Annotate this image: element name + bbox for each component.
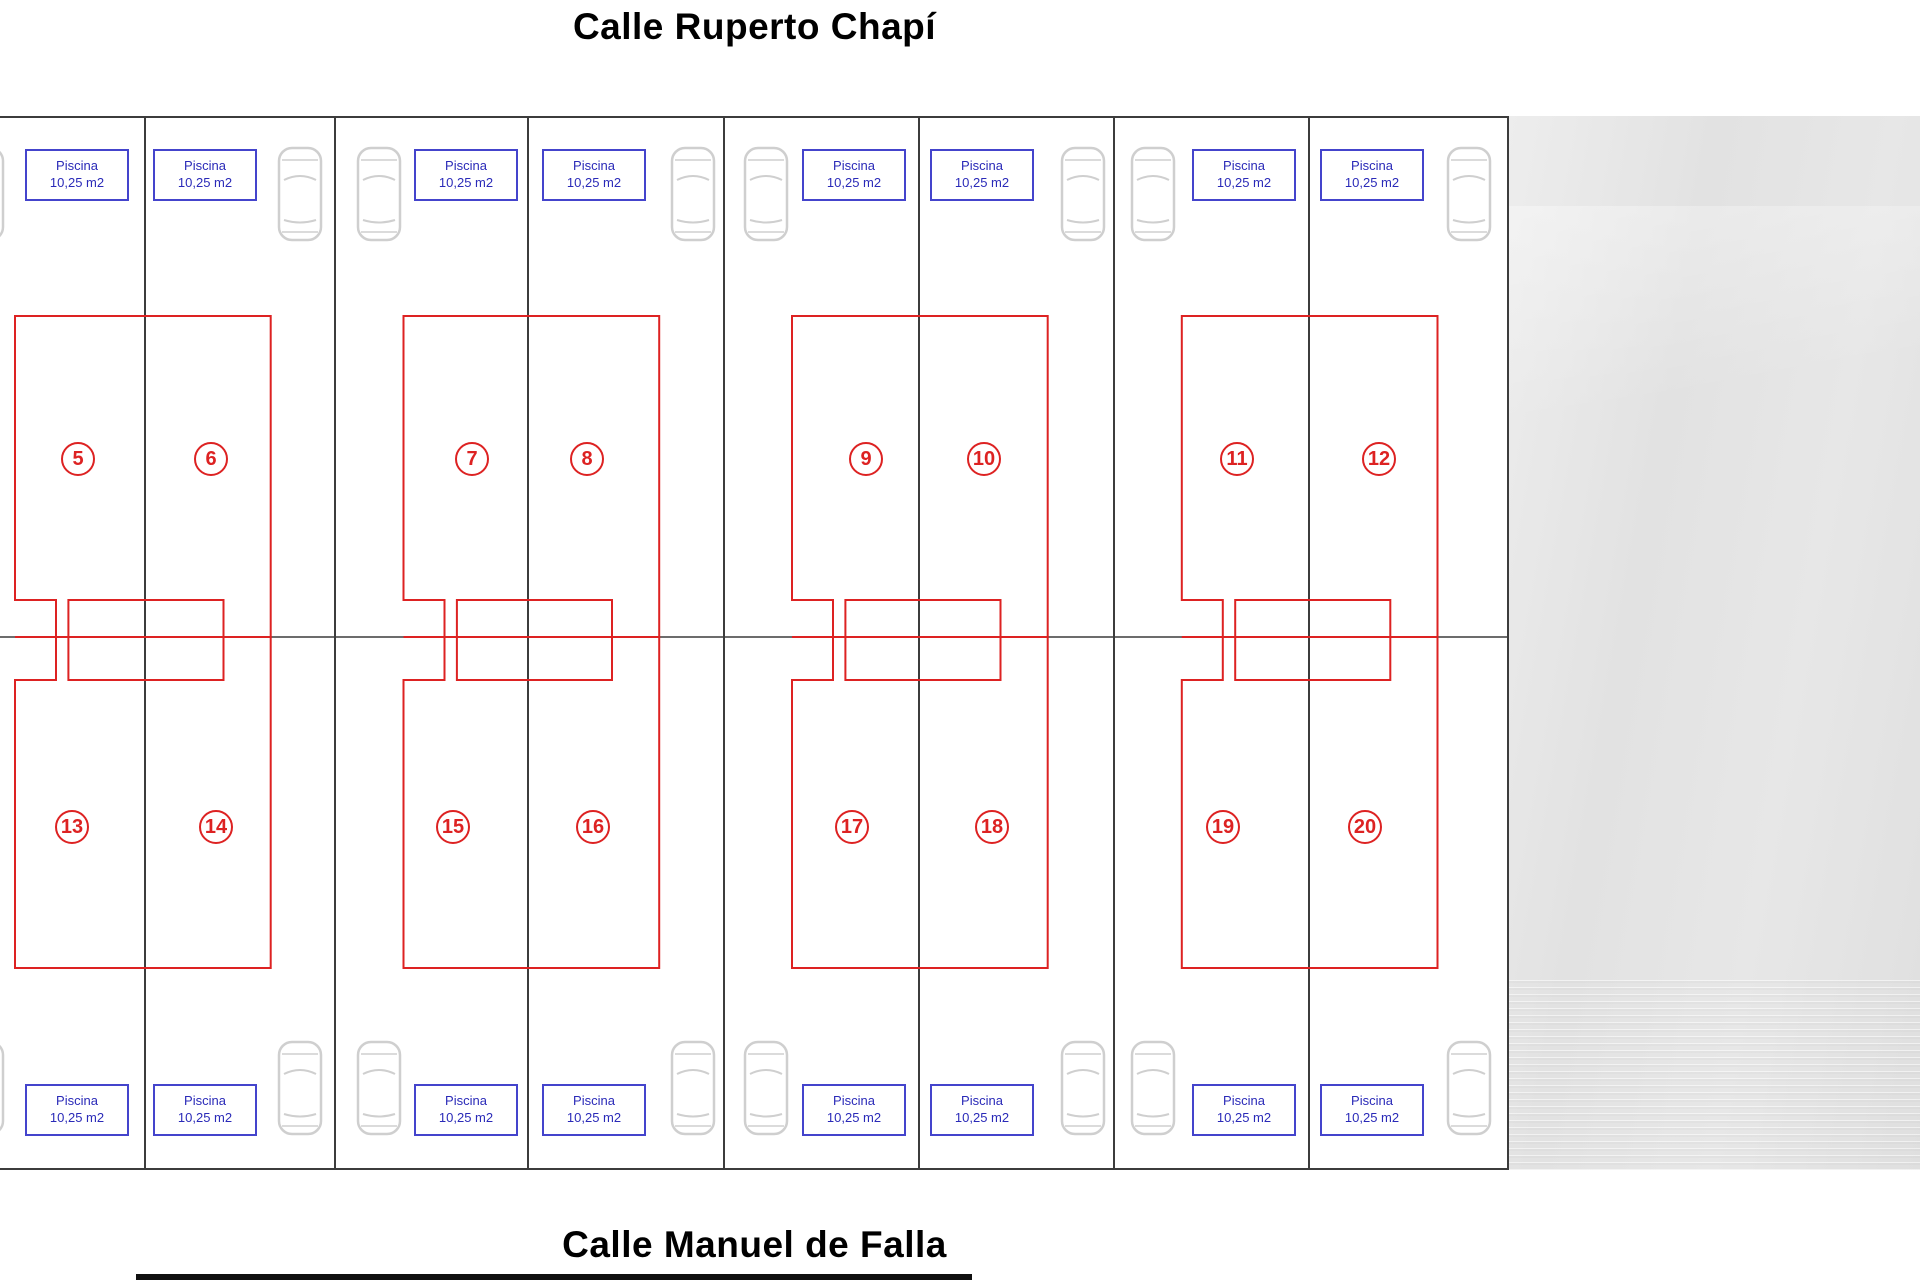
car-icon	[743, 1040, 789, 1136]
car-icon	[0, 1040, 5, 1136]
pool-label: Piscina	[961, 158, 1003, 174]
pool-area: 10,25 m2	[1344, 175, 1400, 190]
car-icon	[356, 1040, 402, 1136]
car-icon	[670, 146, 716, 242]
pool-area: 10,25 m2	[177, 175, 233, 190]
bottom-edge-bar	[136, 1274, 972, 1280]
house-outlines	[14, 315, 1439, 969]
pool-area: 10,25 m2	[566, 175, 622, 190]
plot-number-16: 16	[576, 810, 610, 844]
pool-label: Piscina	[1223, 158, 1265, 174]
plot-number-7: 7	[455, 442, 489, 476]
car-icon	[1130, 146, 1176, 242]
street-name-top: Calle Ruperto Chapí	[572, 6, 937, 47]
car-icon	[1446, 1040, 1492, 1136]
plot-number-11: 11	[1220, 442, 1254, 476]
pool-area: 10,25 m2	[49, 1110, 105, 1125]
plot-number-9: 9	[849, 442, 883, 476]
house-outline-block-1	[14, 315, 272, 969]
plot-number-8: 8	[570, 442, 604, 476]
pool-label: Piscina	[445, 158, 487, 174]
plot-number-6: 6	[194, 442, 228, 476]
pool-label: Piscina	[573, 1093, 615, 1109]
car-icon	[1130, 1040, 1176, 1136]
street-name-bottom: Calle Manuel de Falla	[562, 1224, 947, 1265]
car-icon	[356, 146, 402, 242]
pool-area: 10,25 m2	[438, 1110, 494, 1125]
adjacent-striations	[1509, 980, 1920, 1170]
pool-label: Piscina	[1223, 1093, 1265, 1109]
adjacent-parcel	[1509, 116, 1920, 1170]
car-icon	[0, 146, 5, 242]
pool-label: Piscina	[961, 1093, 1003, 1109]
plot-number-10: 10	[967, 442, 1001, 476]
pool-label: Piscina	[56, 1093, 98, 1109]
car-icon	[670, 1040, 716, 1136]
pool-label: Piscina	[573, 158, 615, 174]
pool-label: Piscina	[184, 158, 226, 174]
pool-label: Piscina	[184, 1093, 226, 1109]
adjacent-sheen	[1509, 206, 1920, 506]
house-outline-block-2	[402, 315, 661, 969]
pool-area: 10,25 m2	[954, 175, 1010, 190]
plot-number-14: 14	[199, 810, 233, 844]
plan-overlay	[0, 116, 1509, 1170]
pool-area: 10,25 m2	[1216, 175, 1272, 190]
plot-number-18: 18	[975, 810, 1009, 844]
pool-label: Piscina	[445, 1093, 487, 1109]
pool-area: 10,25 m2	[1344, 1110, 1400, 1125]
pool-area: 10,25 m2	[177, 1110, 233, 1125]
car-icon	[743, 146, 789, 242]
pool-area: 10,25 m2	[566, 1110, 622, 1125]
plot-number-13: 13	[55, 810, 89, 844]
plot-number-15: 15	[436, 810, 470, 844]
pool-label: Piscina	[833, 158, 875, 174]
plot-number-19: 19	[1206, 810, 1240, 844]
plot-boundaries	[0, 116, 1509, 1170]
pool-area: 10,25 m2	[438, 175, 494, 190]
car-icon	[1060, 1040, 1106, 1136]
pool-area: 10,25 m2	[1216, 1110, 1272, 1125]
pool-area: 10,25 m2	[954, 1110, 1010, 1125]
car-icon	[1446, 146, 1492, 242]
plot-number-5: 5	[61, 442, 95, 476]
car-icon	[1060, 146, 1106, 242]
pool-area: 10,25 m2	[49, 175, 105, 190]
pool-area: 10,25 m2	[826, 1110, 882, 1125]
plot-number-20: 20	[1348, 810, 1382, 844]
pool-label: Piscina	[1351, 1093, 1393, 1109]
car-icon	[277, 1040, 323, 1136]
pool-label: Piscina	[1351, 158, 1393, 174]
pool-area: 10,25 m2	[826, 175, 882, 190]
plot-number-12: 12	[1362, 442, 1396, 476]
pool-label: Piscina	[56, 158, 98, 174]
plot-number-17: 17	[835, 810, 869, 844]
pool-label: Piscina	[833, 1093, 875, 1109]
car-icon	[277, 146, 323, 242]
